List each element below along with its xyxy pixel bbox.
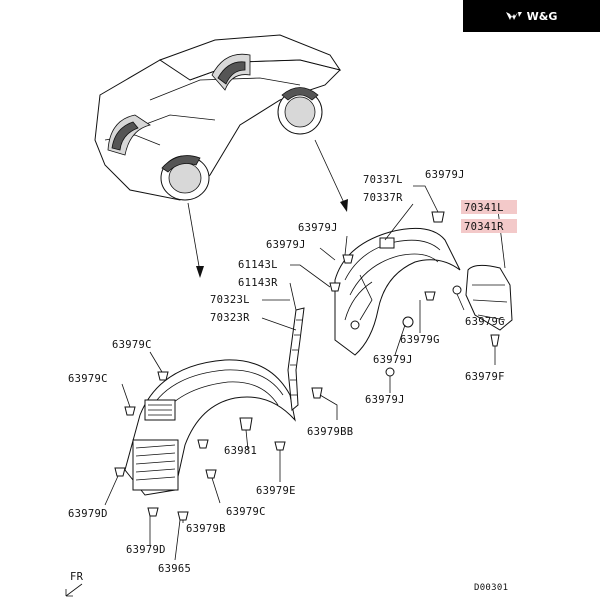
label-61143L: 61143L xyxy=(238,259,278,271)
label-63979D-left: 63979D xyxy=(68,508,108,520)
front-direction-indicator: FR xyxy=(65,571,84,597)
diagram-id: D00301 xyxy=(474,583,508,593)
rear-fender-liner xyxy=(334,227,461,377)
splash-guard xyxy=(452,264,513,347)
brand-logo: W&G xyxy=(463,0,600,32)
front-wheel-well xyxy=(160,155,210,201)
part-labels: 70337L 70337R 63979J 70341L 70341R 63979… xyxy=(68,169,517,575)
label-63979C-bottom: 63979C xyxy=(226,506,266,518)
fender-strip xyxy=(287,307,305,411)
label-63979J-top: 63979J xyxy=(425,169,465,181)
label-63979J-upper: 63979J xyxy=(298,222,338,234)
label-63965: 63965 xyxy=(158,563,191,575)
leader-lines xyxy=(104,185,506,561)
label-70323R: 70323R xyxy=(210,312,250,324)
label-63979J-bottom: 63979J xyxy=(365,394,405,406)
label-70337R: 70337R xyxy=(363,192,403,204)
front-label: FR xyxy=(70,571,84,583)
label-63979C-top: 63979C xyxy=(112,339,152,351)
rear-wheel-well xyxy=(277,87,323,135)
label-63979J-lower: 63979J xyxy=(373,354,413,366)
label-63979J-left: 63979J xyxy=(266,239,306,251)
label-63981: 63981 xyxy=(224,445,257,457)
wing-icon xyxy=(505,12,522,20)
clip-fasteners xyxy=(114,211,445,521)
label-63979F: 63979F xyxy=(465,371,505,383)
label-63979G-right: 63979G xyxy=(465,316,505,328)
label-61143R: 61143R xyxy=(238,277,278,289)
label-63979BB: 63979BB xyxy=(307,426,353,438)
pointer-arrows xyxy=(187,139,348,278)
label-63979B: 63979B xyxy=(186,523,226,535)
left-rear-liner xyxy=(211,53,251,91)
label-63979D-bottom: 63979D xyxy=(126,544,166,556)
brand-logo-text: W&G xyxy=(526,9,558,23)
car-illustration xyxy=(94,34,342,201)
label-70341L: 70341L xyxy=(464,202,504,214)
label-63979E: 63979E xyxy=(256,485,296,497)
left-front-liner xyxy=(107,114,151,156)
highlight-70341R xyxy=(461,219,517,233)
label-70341R: 70341R xyxy=(464,221,504,233)
label-70337L: 70337L xyxy=(363,174,403,186)
label-63979G-mid: 63979G xyxy=(400,334,440,346)
front-arrow-icon xyxy=(65,583,83,597)
highlight-70341L xyxy=(461,200,517,214)
front-fender-liner xyxy=(124,359,296,496)
label-70323L: 70323L xyxy=(210,294,250,306)
label-63979C-left: 63979C xyxy=(68,373,108,385)
